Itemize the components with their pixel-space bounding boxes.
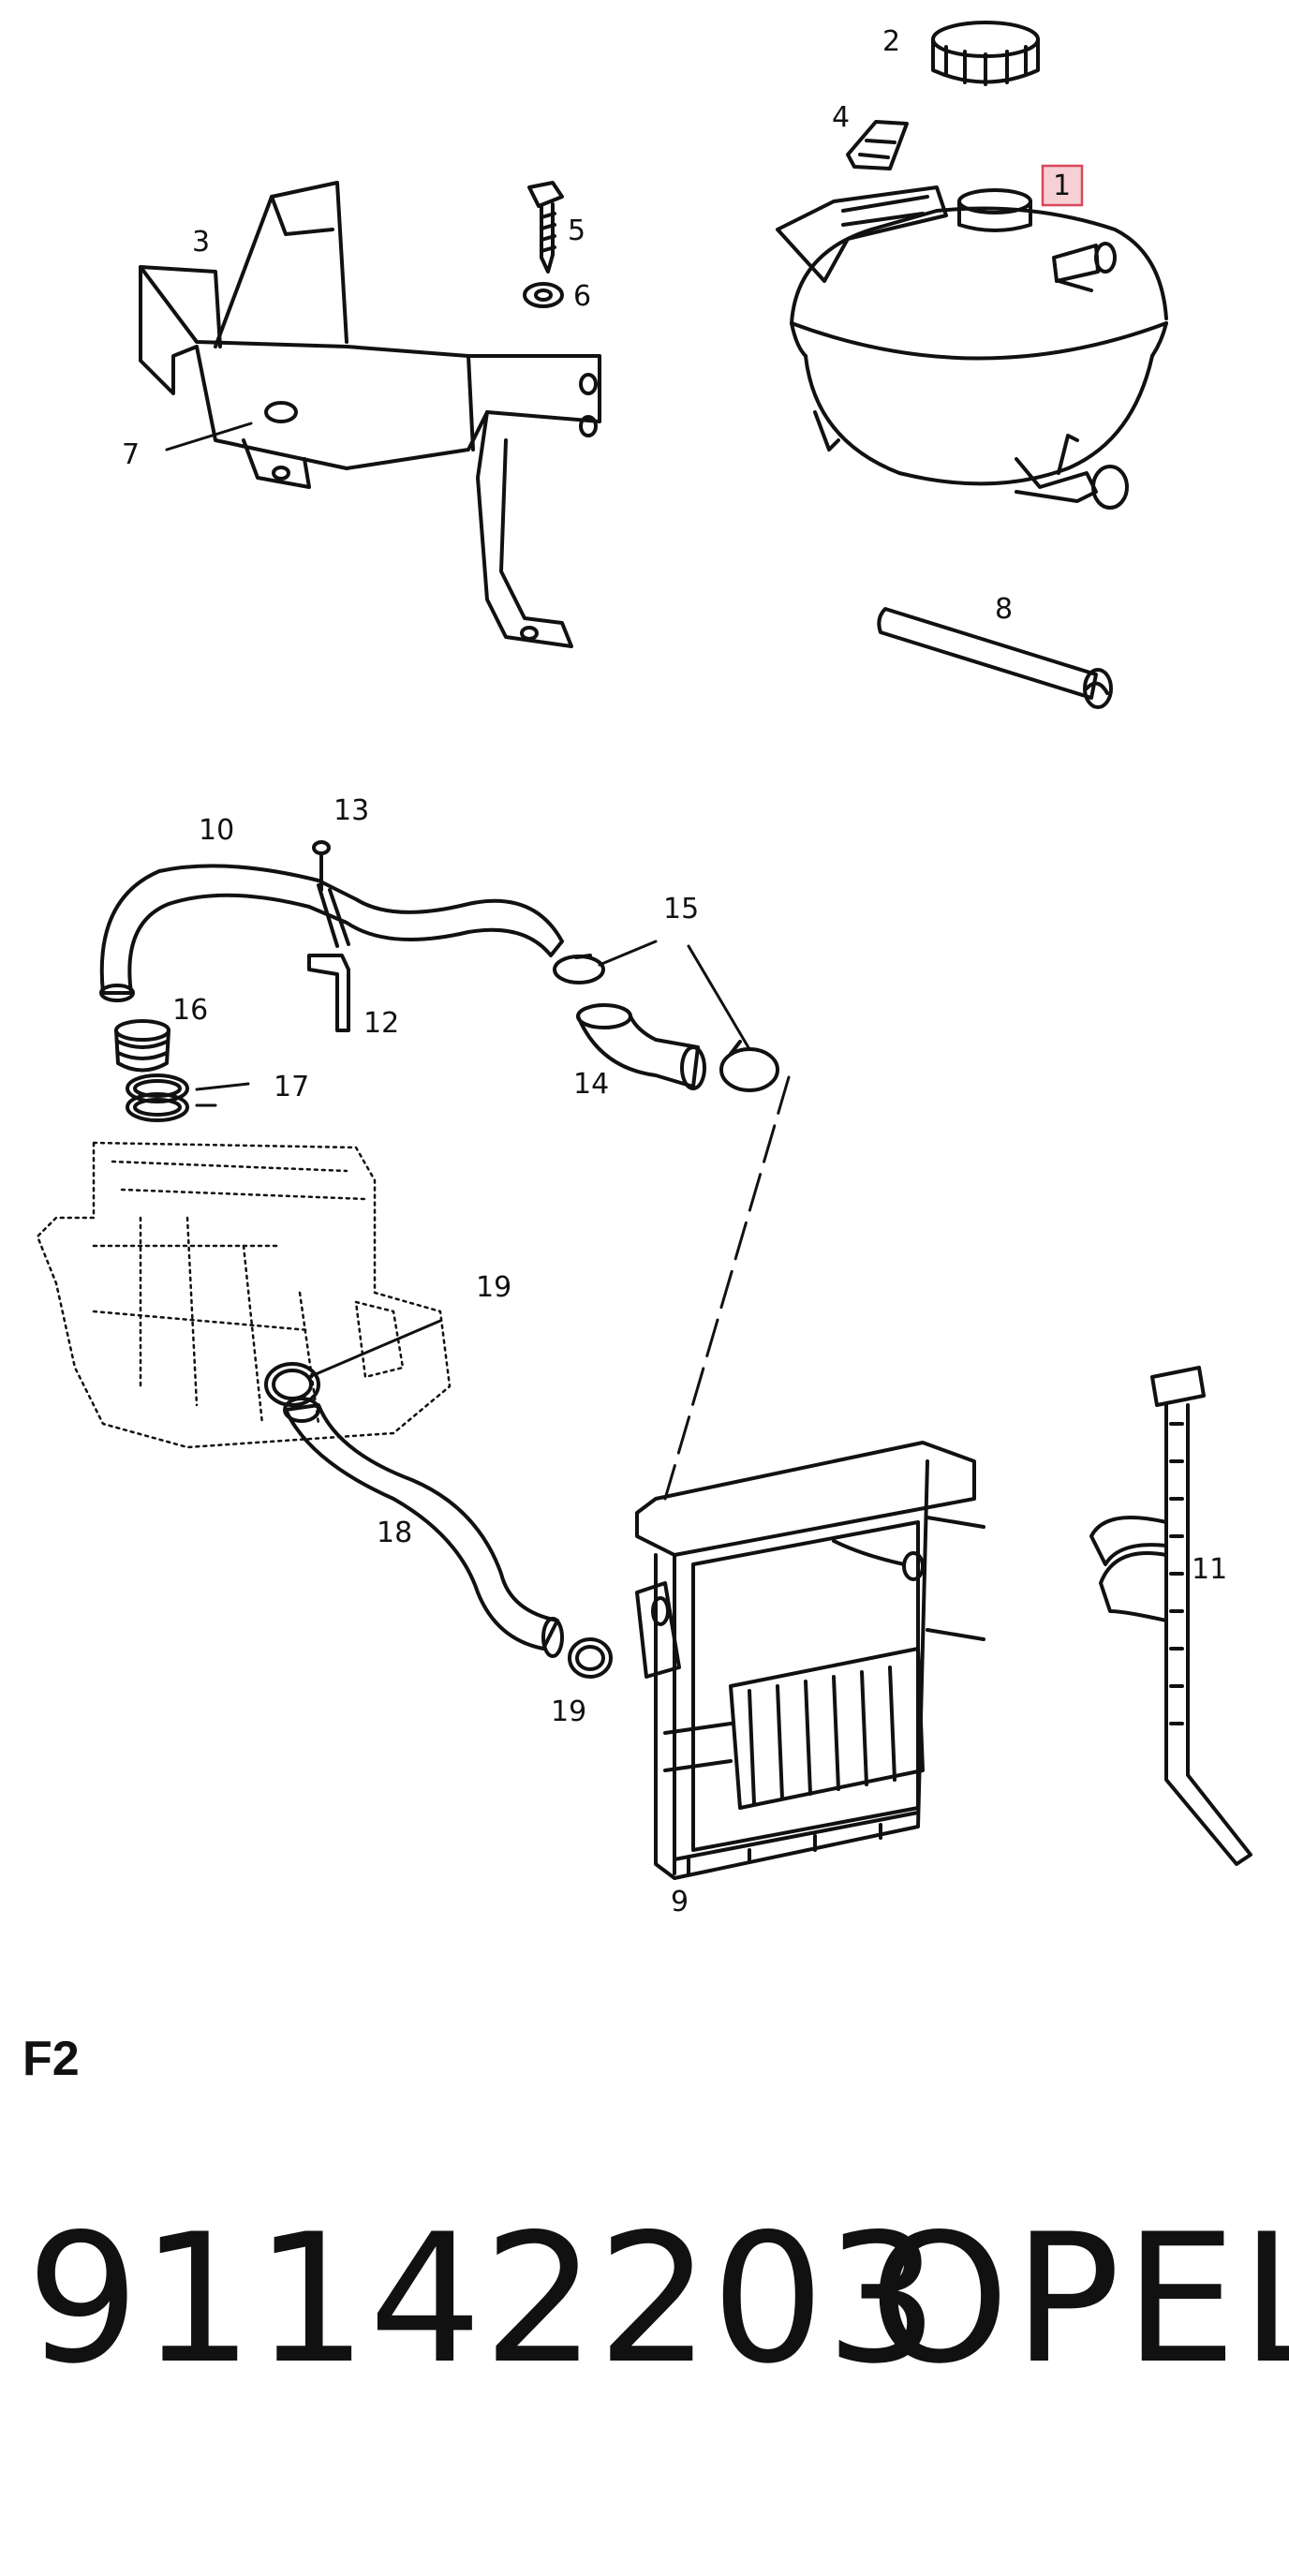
part-label-1[interactable]: 1 bbox=[1053, 170, 1071, 202]
lower-radiator-hose-part bbox=[283, 1397, 564, 1658]
section-code: F2 bbox=[22, 2032, 80, 2086]
part-label-8[interactable]: 8 bbox=[995, 593, 1013, 626]
part-label-16[interactable]: 16 bbox=[172, 994, 208, 1027]
part-label-17[interactable]: 17 bbox=[274, 1071, 309, 1103]
brand-name: OPEL bbox=[869, 2196, 1289, 2403]
part-label-19-top[interactable]: 19 bbox=[476, 1271, 511, 1304]
part-label-15[interactable]: 15 bbox=[663, 893, 699, 925]
washer-part bbox=[523, 282, 564, 308]
small-screw-part bbox=[312, 840, 331, 892]
hose-clamps-part bbox=[126, 1073, 189, 1122]
part-number: 91142203 bbox=[26, 2196, 941, 2403]
retaining-clip-part bbox=[846, 120, 909, 170]
screw-part bbox=[527, 181, 564, 274]
mounting-bracket-part bbox=[139, 181, 601, 648]
hose-section-part bbox=[877, 607, 1113, 709]
elbow-hose-part bbox=[576, 1003, 706, 1090]
reservoir-cap-part bbox=[931, 21, 1040, 86]
spring-clamps-part bbox=[553, 954, 779, 1092]
hose-bracket-part bbox=[307, 954, 350, 1032]
part-label-11[interactable]: 11 bbox=[1192, 1553, 1227, 1586]
expansion-tank-part bbox=[776, 185, 1168, 510]
part-label-4[interactable]: 4 bbox=[832, 101, 850, 134]
part-label-5[interactable]: 5 bbox=[568, 215, 585, 247]
upper-radiator-hose-part bbox=[99, 864, 564, 1002]
radiator-part bbox=[635, 1441, 985, 1880]
part-label-7[interactable]: 7 bbox=[122, 438, 140, 471]
footer: 91142203 OPEL bbox=[26, 2196, 1289, 2473]
lower-hose-clamp-part bbox=[264, 1362, 613, 1679]
engine-block-outline bbox=[36, 1141, 452, 1449]
part-label-9[interactable]: 9 bbox=[671, 1886, 689, 1918]
part-label-12[interactable]: 12 bbox=[363, 1007, 399, 1040]
part-label-3[interactable]: 3 bbox=[192, 226, 210, 259]
highlight-box bbox=[1041, 164, 1084, 207]
cable-tie-part bbox=[1089, 1366, 1252, 1866]
part-label-19-bottom[interactable]: 19 bbox=[551, 1695, 586, 1728]
part-label-14[interactable]: 14 bbox=[573, 1068, 609, 1101]
parts-diagram: 1 2 3 4 5 6 7 8 9 10 11 12 13 14 15 16 1… bbox=[36, 21, 1252, 1918]
leader-lines bbox=[165, 422, 791, 1501]
part-label-18[interactable]: 18 bbox=[377, 1517, 412, 1549]
part-label-13[interactable]: 13 bbox=[333, 794, 369, 827]
hose-connector-part bbox=[114, 1019, 170, 1073]
part-label-2[interactable]: 2 bbox=[882, 25, 900, 58]
part-label-6[interactable]: 6 bbox=[573, 280, 591, 313]
part-label-10[interactable]: 10 bbox=[199, 814, 234, 847]
